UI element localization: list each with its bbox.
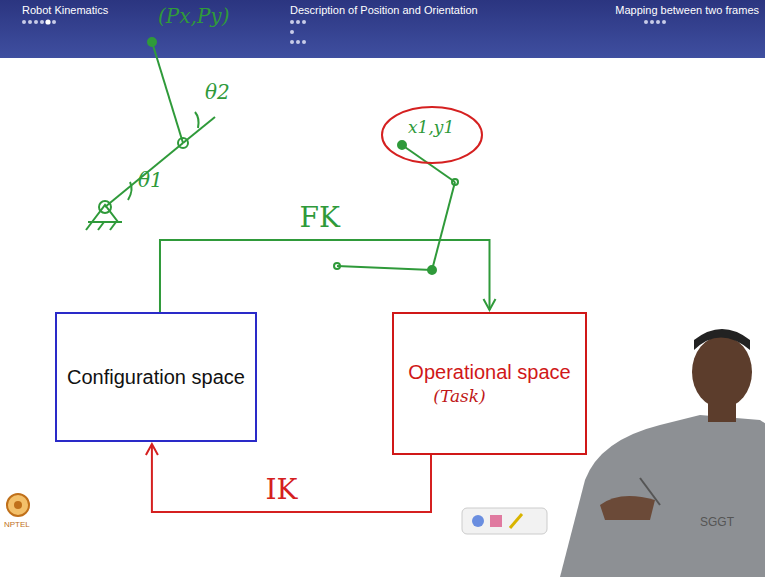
robot-arm-1 [86, 38, 215, 230]
point-label: (Px,Py) [158, 4, 229, 28]
header-text: Robot Kinematics [22, 4, 108, 16]
robot-arm-2 [334, 141, 458, 274]
presenter [560, 329, 765, 577]
point-label: x1,y1 [408, 117, 454, 137]
box-title: Configuration space [67, 366, 245, 389]
header-text: Description of Position and Orientation [290, 4, 478, 16]
nptel-logo [7, 494, 29, 516]
mapping-arrow [146, 444, 431, 512]
header-text: Mapping between two frames [615, 4, 759, 16]
pen-toolbar [462, 508, 547, 534]
box-title: Operational space [408, 361, 570, 384]
nav-dots [22, 19, 666, 44]
edge-label: IK [265, 473, 297, 506]
space-box: Operational space(Task) [392, 312, 587, 455]
handwritten-note: (Task) [433, 386, 485, 406]
space-box: Configuration space [55, 312, 257, 442]
angle-label: θ1 [138, 168, 163, 192]
highlight-circle [382, 107, 482, 163]
edge-label: FK [300, 201, 340, 234]
angle-label: θ2 [205, 80, 230, 104]
mapping-arrow [160, 240, 496, 312]
logo-text: NPTEL [4, 520, 30, 529]
shirt-text: SGGT [700, 515, 734, 529]
